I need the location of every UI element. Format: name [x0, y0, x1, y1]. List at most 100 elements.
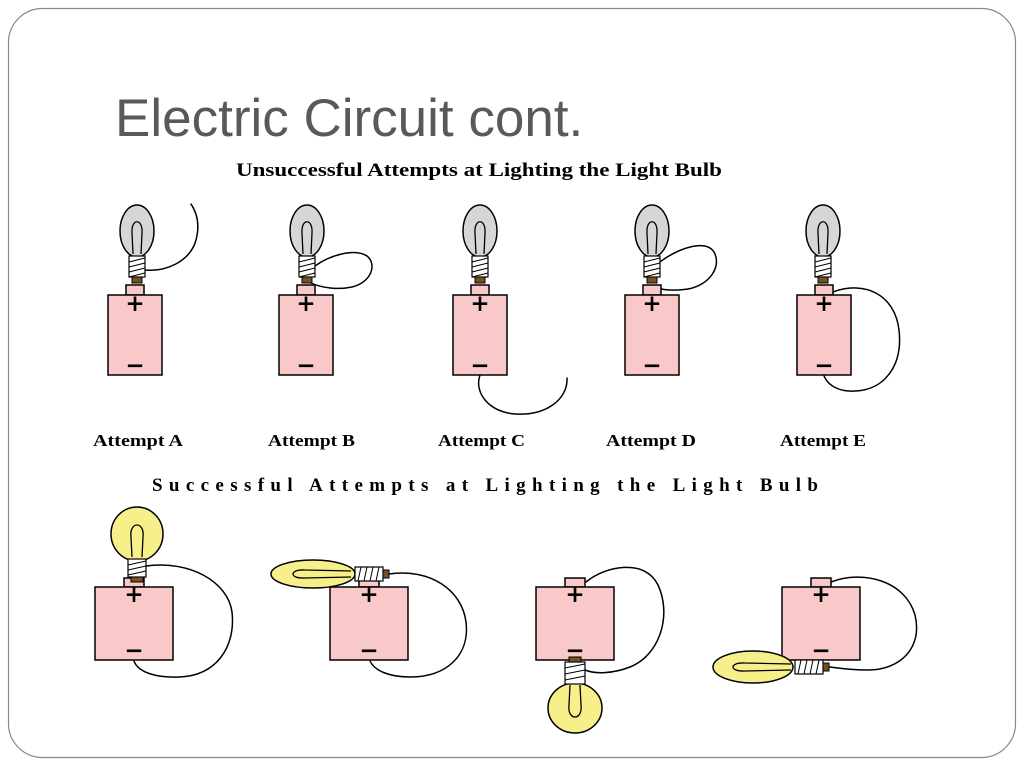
circuit-attempt-d: + − Attempt D — [606, 204, 718, 450]
wire — [369, 572, 468, 678]
negative-sign: − — [125, 353, 144, 379]
bulb-filament — [817, 221, 829, 255]
positive-sign: + — [814, 291, 833, 317]
circuit-successful-2: + − — [270, 559, 468, 678]
positive-sign: + — [642, 291, 661, 317]
positive-sign: + — [296, 291, 315, 317]
wire — [656, 244, 718, 291]
wire — [310, 251, 373, 290]
battery-body — [452, 294, 508, 376]
bulb-contact — [382, 569, 390, 579]
bulb-contact — [474, 276, 486, 284]
bulb-glass — [462, 204, 498, 258]
circuit-attempt-e: + − Attempt E — [780, 204, 901, 450]
positive-sign: + — [470, 291, 489, 317]
positive-sign: + — [811, 582, 830, 608]
circuit-attempt-b: + − Attempt B — [268, 204, 373, 450]
bulb-thread — [643, 257, 661, 278]
light-bulb-on-icon — [547, 656, 603, 734]
bulb-thread — [564, 663, 586, 681]
circuit-successful-3: + − — [535, 566, 665, 734]
positive-sign: + — [125, 291, 144, 317]
light-bulb-off-icon — [289, 204, 325, 284]
battery-body — [94, 586, 174, 661]
wire — [829, 576, 918, 671]
circuit-successful-4: + − — [712, 576, 918, 684]
light-bulb-off-icon — [805, 204, 841, 284]
bulb-filament — [130, 524, 144, 558]
light-bulb-off-icon — [462, 204, 498, 284]
light-bulb-off-icon — [634, 204, 670, 284]
attempt-label: Attempt A — [93, 431, 184, 450]
battery: + − — [624, 284, 680, 379]
attempt-label: Attempt D — [606, 431, 696, 450]
bulb-thread — [128, 257, 146, 278]
wire — [477, 374, 568, 415]
bulb-glass — [805, 204, 841, 258]
positive-sign: + — [359, 582, 378, 608]
bulb-filament — [568, 684, 582, 718]
battery: + − — [278, 284, 334, 379]
negative-sign: − — [296, 353, 315, 379]
unsuccessful-heading: Unsuccessful Attempts at Lighting the Li… — [236, 160, 722, 181]
positive-sign: + — [565, 582, 584, 608]
light-bulb-on-icon — [110, 506, 164, 583]
battery: + − — [796, 284, 852, 379]
bulb-filament — [732, 662, 792, 672]
battery-body — [107, 294, 163, 376]
circuit-attempt-c: + − Attempt C — [438, 204, 568, 450]
battery: + − — [329, 577, 409, 664]
battery: + − — [452, 284, 508, 379]
bulb-thread — [814, 257, 832, 278]
bulb-thread — [471, 257, 489, 278]
bulb-glass — [270, 559, 356, 589]
wire — [144, 203, 199, 271]
bulb-filament — [292, 569, 352, 579]
negative-sign: − — [814, 353, 833, 379]
negative-sign: − — [470, 353, 489, 379]
bulb-glass — [712, 650, 794, 684]
negative-sign: − — [642, 353, 661, 379]
bulb-thread — [298, 257, 316, 278]
bulb-contact — [131, 276, 143, 284]
light-bulb-on-icon — [270, 559, 390, 589]
bulb-contact — [646, 276, 658, 284]
battery-body — [329, 586, 409, 661]
bulb-glass — [634, 204, 670, 258]
bulb-contact — [568, 656, 582, 663]
bulb-contact — [822, 662, 830, 672]
wire — [823, 287, 901, 392]
bulb-glass — [289, 204, 325, 258]
negative-sign: − — [359, 638, 378, 664]
wire — [133, 564, 234, 678]
bulb-thread — [797, 659, 820, 675]
attempt-label: Attempt B — [268, 431, 355, 450]
negative-sign: − — [124, 638, 143, 664]
circuit-successful-1: + − — [94, 506, 234, 678]
successful-heading: Successful Attempts at Lighting the Ligh… — [152, 475, 818, 496]
light-bulb-off-icon — [119, 204, 155, 284]
slide-title: Electric Circuit cont. — [115, 89, 583, 148]
battery-body — [796, 294, 852, 376]
circuit-diagram: Unsuccessful Attempts at Lighting the Li… — [93, 160, 918, 734]
bulb-filament — [646, 221, 658, 255]
attempt-label: Attempt E — [780, 431, 866, 450]
light-bulb-on-icon — [712, 650, 830, 684]
battery: + − — [94, 577, 174, 664]
bulb-contact — [130, 576, 144, 583]
bulb-filament — [474, 221, 486, 255]
bulb-contact — [817, 276, 829, 284]
attempt-label: Attempt C — [438, 431, 525, 450]
bulb-filament — [131, 221, 143, 255]
bulb-filament — [301, 221, 313, 255]
bulb-glass — [110, 506, 164, 562]
battery-body — [278, 294, 334, 376]
battery: + − — [781, 577, 861, 664]
bulb-thread — [357, 566, 380, 582]
battery-body — [535, 586, 615, 661]
positive-sign: + — [124, 582, 143, 608]
battery: + − — [107, 284, 163, 379]
negative-sign: − — [811, 638, 830, 664]
battery: + − — [535, 577, 615, 664]
